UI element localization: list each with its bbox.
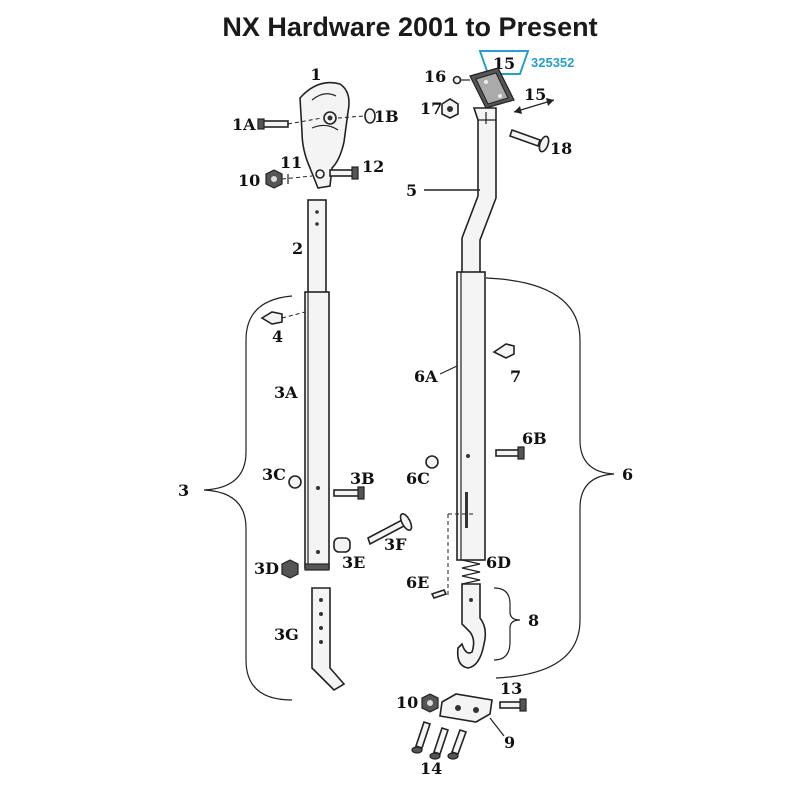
label-part-18: 18 xyxy=(550,139,572,158)
label-part-3f: 3F xyxy=(384,535,407,554)
part-1-trolley-bracket[interactable] xyxy=(299,81,350,189)
part-17-nut[interactable] xyxy=(441,98,459,119)
label-part-8: 8 xyxy=(528,611,539,630)
part-8-hook[interactable] xyxy=(456,583,487,669)
part-6b-bolt[interactable] xyxy=(495,446,525,460)
part-3b-bolt[interactable] xyxy=(333,486,365,500)
part-3e-spacer[interactable] xyxy=(333,537,351,553)
label-part-6e: 6E xyxy=(406,573,429,592)
part-18-bolt[interactable] xyxy=(508,128,550,153)
part-2-inner-tube[interactable] xyxy=(307,199,327,321)
label-part-15-side: 15 xyxy=(524,85,546,104)
part-3c-nut[interactable] xyxy=(288,475,302,489)
label-part-13: 13 xyxy=(500,679,522,698)
highlight-trapezoid xyxy=(478,50,530,75)
part-6a-outer-tube[interactable] xyxy=(456,271,486,561)
part-7-pin[interactable] xyxy=(492,343,515,359)
leader-part-6a xyxy=(439,365,458,375)
part-1a-bolt[interactable] xyxy=(257,117,323,130)
part-14-screws[interactable] xyxy=(411,720,468,760)
label-part-2: 2 xyxy=(292,239,303,258)
part-13-bolt[interactable] xyxy=(499,698,527,712)
part-6d-spring[interactable] xyxy=(461,559,481,585)
brace-part-8 xyxy=(493,587,521,661)
part-3f-carriage-bolt[interactable] xyxy=(367,512,414,546)
label-part-11: 11 xyxy=(280,153,302,172)
label-part-4: 4 xyxy=(272,327,283,346)
leader-part-9 xyxy=(489,717,505,737)
label-part-3g: 3G xyxy=(274,625,299,644)
label-part-6a: 6A xyxy=(414,367,438,386)
label-part-16: 16 xyxy=(424,67,446,86)
label-part-3d: 3D xyxy=(254,559,279,578)
part-1b-nut[interactable] xyxy=(337,108,376,124)
part-15-direction-arrow xyxy=(513,98,555,114)
label-part-10-bottom: 10 xyxy=(396,693,418,712)
part-3g-bracket[interactable] xyxy=(311,587,346,692)
label-part-6b: 6B xyxy=(522,429,547,448)
label-part-5: 5 xyxy=(406,181,417,200)
part-16-screw[interactable] xyxy=(452,75,471,85)
brace-part-3 xyxy=(203,295,293,701)
label-part-1: 1 xyxy=(310,65,321,84)
part-4-pin[interactable] xyxy=(260,311,306,325)
label-part-12: 12 xyxy=(362,157,384,176)
page-title: NX Hardware 2001 to Present xyxy=(222,12,597,42)
highlight-part-code: 325352 xyxy=(531,55,574,70)
part-3a-outer-tube[interactable] xyxy=(304,291,330,571)
part-15-mounting-plate[interactable] xyxy=(469,67,515,109)
label-part-17: 17 xyxy=(420,99,442,118)
part-6a-hidden-inner xyxy=(447,513,476,596)
part-11-washer[interactable] xyxy=(281,174,313,184)
label-part-9: 9 xyxy=(504,733,515,752)
label-part-7: 7 xyxy=(510,367,521,386)
label-part-3c: 3C xyxy=(262,465,286,484)
part-10-nut-top[interactable] xyxy=(265,169,283,189)
label-part-3b: 3B xyxy=(350,469,375,488)
label-part-6: 6 xyxy=(622,465,633,484)
brace-part-6 xyxy=(485,277,615,679)
part-6e-pin[interactable] xyxy=(430,589,448,599)
label-part-1b: 1B xyxy=(374,107,399,126)
part-6c-nut[interactable] xyxy=(425,455,439,469)
label-part-6d: 6D xyxy=(486,553,511,572)
label-part-1a: 1A xyxy=(232,115,256,134)
part-5-curved-arm[interactable] xyxy=(461,107,497,277)
part-3d-nut[interactable] xyxy=(281,559,299,579)
part-9-bracket[interactable] xyxy=(439,693,493,723)
part-12-bolt[interactable] xyxy=(329,166,359,180)
part-10-nut-bottom[interactable] xyxy=(421,693,439,713)
label-part-3: 3 xyxy=(178,481,189,500)
label-part-6c: 6C xyxy=(406,469,430,488)
label-part-3e: 3E xyxy=(342,553,365,572)
label-part-14: 14 xyxy=(420,759,442,778)
label-part-3a: 3A xyxy=(274,383,298,402)
label-part-10-top: 10 xyxy=(238,171,260,190)
